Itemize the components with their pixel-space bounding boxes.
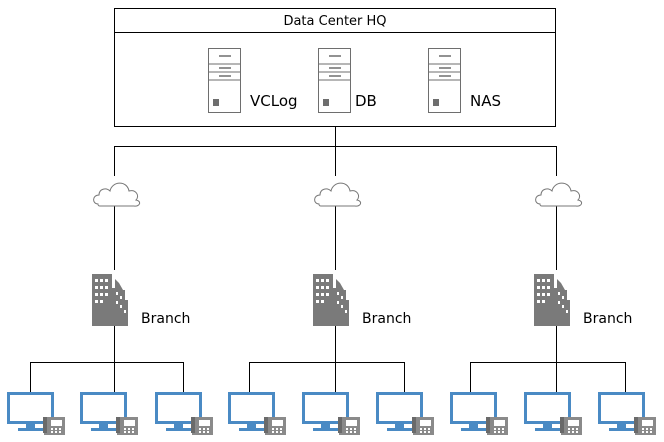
- cloud-icon: [93, 182, 141, 207]
- desktop-monitor-icon: [155, 392, 215, 437]
- server-icon: [427, 47, 462, 114]
- branch-label: Branch: [141, 311, 190, 327]
- desktop-monitor-icon: [228, 392, 288, 437]
- branch-label: Branch: [583, 311, 632, 327]
- desktop-monitor-icon: [524, 392, 584, 437]
- branch-left: Branch: [92, 274, 190, 327]
- desktop-monitor-icon: [302, 392, 362, 437]
- desktop-monitor-icon: [7, 392, 67, 437]
- server-label: VCLog: [250, 92, 298, 110]
- office-building-icon: [313, 274, 349, 326]
- server-label: DB: [355, 92, 377, 110]
- connection-lines: [30, 126, 626, 392]
- server-nas: NAS: [427, 47, 501, 114]
- server-icon: [317, 47, 352, 114]
- server-vclog: VCLog: [207, 47, 298, 114]
- desktop-monitor-icon: [450, 392, 510, 437]
- office-building-icon: [92, 274, 128, 326]
- branch-label: Branch: [362, 311, 411, 327]
- branch-right: Branch: [534, 274, 632, 327]
- server-label: NAS: [470, 92, 501, 110]
- server-db: DB: [317, 47, 377, 114]
- office-building-icon: [534, 274, 570, 326]
- server-icon: [207, 47, 242, 114]
- cloud-icon: [535, 182, 583, 207]
- cloud-icon: [314, 182, 362, 207]
- desktop-monitor-icon: [598, 392, 658, 437]
- desktop-monitor-icon: [376, 392, 436, 437]
- hq-title: Data Center HQ: [283, 14, 386, 29]
- desktop-monitor-icon: [80, 392, 140, 437]
- branch-center: Branch: [313, 274, 411, 327]
